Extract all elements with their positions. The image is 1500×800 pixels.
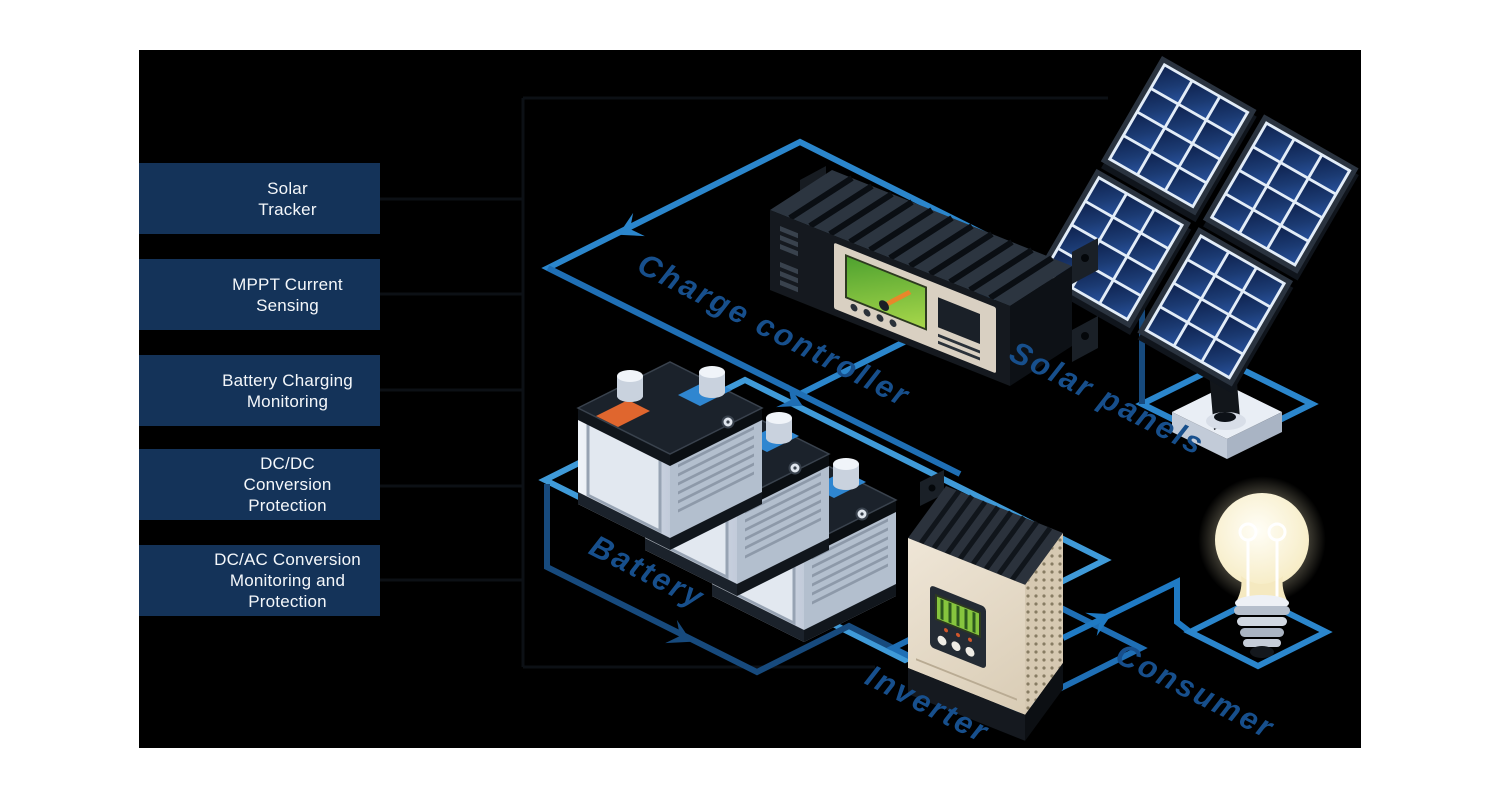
controller-top-fins xyxy=(788,175,1054,301)
inverter-ear-hole xyxy=(928,484,936,492)
charge-controller-to-battery-wire xyxy=(546,265,962,477)
inverter-buttons xyxy=(937,635,975,657)
feature-box-dcdc-conversion-protection: DC/DC Conversion Protection xyxy=(139,449,380,520)
solar-panel xyxy=(1100,56,1257,223)
inverter-tower-icon xyxy=(908,470,1063,741)
bulb-filament xyxy=(1238,522,1287,601)
solar-pole-top xyxy=(1214,412,1236,422)
inverter-base-front xyxy=(908,668,1025,741)
controller-buttons xyxy=(850,303,897,327)
gauge-pivot xyxy=(879,300,889,311)
battery-to-inverter-wire xyxy=(544,484,895,676)
inverter-top-fins xyxy=(918,489,1053,582)
mount-ears-right xyxy=(1072,238,1098,362)
inverter-side-perforations xyxy=(1025,533,1063,715)
battery-terminal xyxy=(833,458,859,490)
inverter-front xyxy=(908,538,1025,741)
controller-screen xyxy=(845,254,927,331)
bulb-screw-base xyxy=(1234,595,1290,658)
solar-panel xyxy=(1202,114,1359,281)
feature-box-mppt-current-sensing: MPPT Current Sensing xyxy=(139,259,380,330)
feature-box-solar-tracker: Solar Tracker xyxy=(139,163,380,234)
box-connector-lines xyxy=(380,96,1108,669)
bulb-tip xyxy=(1250,646,1274,658)
battery-terminal xyxy=(766,412,792,444)
controller-front xyxy=(770,210,1010,387)
charge-controller-device-icon xyxy=(770,166,1098,387)
controller-slots xyxy=(938,333,980,361)
battery-unit xyxy=(576,361,764,550)
feature-box-dcac-conversion-monitoring: DC/AC Conversion Monitoring and Protecti… xyxy=(139,545,380,616)
controller-side xyxy=(1010,266,1072,386)
battery-terminal xyxy=(699,366,725,398)
solar-panel xyxy=(1137,227,1294,394)
light-bulb-icon xyxy=(1177,455,1347,658)
gauge-needle xyxy=(882,289,912,308)
controller-display-window xyxy=(938,297,980,345)
controller-vents xyxy=(780,226,798,293)
battery-terminal xyxy=(617,370,643,402)
battery-bank-icon xyxy=(576,361,898,642)
feature-box-battery-charging-monitoring: Battery Charging Monitoring xyxy=(139,355,380,426)
inverter-base-side xyxy=(1025,663,1063,741)
inverter-to-consumer-wire xyxy=(1061,577,1192,641)
arrow-into-controller-left xyxy=(612,212,645,247)
bulb-glass xyxy=(1215,493,1309,587)
